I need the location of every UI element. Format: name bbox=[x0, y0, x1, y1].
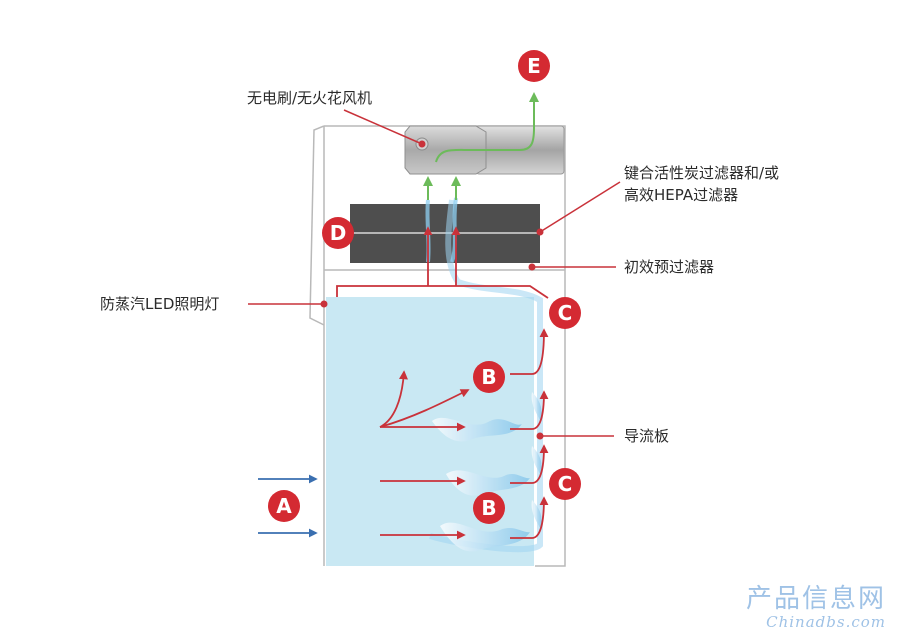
marker-b-upper: B bbox=[473, 361, 505, 393]
marker-b-lower: B bbox=[473, 492, 505, 524]
marker-d: D bbox=[322, 217, 354, 249]
led-light-label: 防蒸汽LED照明灯 bbox=[100, 295, 220, 313]
carbon-filter-label-line2: 高效HEPA过滤器 bbox=[624, 186, 739, 204]
marker-e-label: E bbox=[527, 54, 541, 78]
marker-e: E bbox=[518, 50, 550, 82]
marker-a-label: A bbox=[276, 494, 292, 518]
carbon-filter-label-line1: 键合活性炭过滤器和/或 bbox=[624, 164, 780, 182]
exhaust-flow bbox=[423, 92, 539, 200]
watermark-en: Chinadbs.com bbox=[766, 613, 886, 631]
marker-c-lower: C bbox=[549, 468, 581, 500]
marker-d-label: D bbox=[330, 221, 347, 245]
intake-arrows bbox=[258, 474, 318, 538]
marker-b-lower-label: B bbox=[481, 496, 496, 520]
baffle-label: 导流板 bbox=[624, 427, 670, 445]
marker-a: A bbox=[268, 490, 300, 522]
marker-b-upper-label: B bbox=[481, 365, 496, 389]
marker-c-upper-label: C bbox=[558, 301, 573, 325]
internal-airflow bbox=[336, 226, 549, 540]
airflow-swirls bbox=[432, 392, 542, 552]
marker-c-lower-label: C bbox=[558, 472, 573, 496]
leader-lines bbox=[248, 109, 621, 437]
marker-c-upper: C bbox=[549, 297, 581, 329]
prefilter-label: 初效预过滤器 bbox=[624, 258, 715, 276]
watermark-cn: 产品信息网 bbox=[745, 584, 886, 614]
fan-label: 无电刷/无火花风机 bbox=[247, 89, 373, 107]
watermark: 产品信息网 Chinadbs.com bbox=[746, 584, 886, 630]
